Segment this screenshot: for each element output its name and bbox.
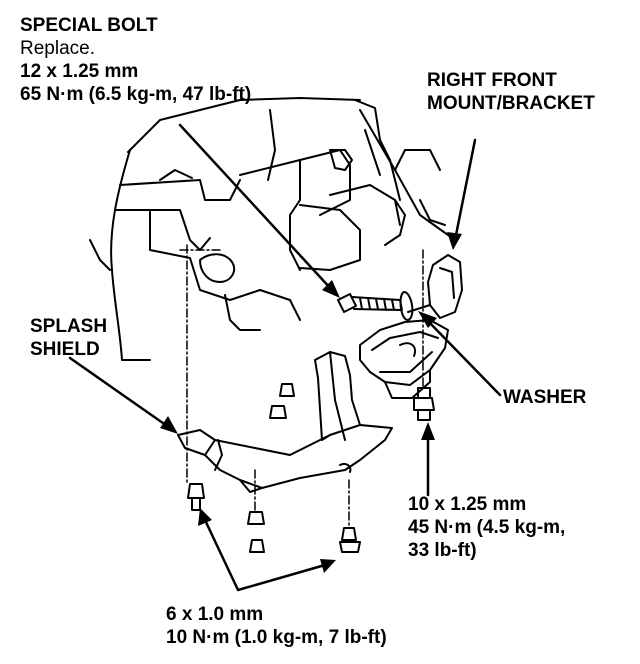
- mount-bolt-callout: 10 x 1.25 mm 45 N·m (4.5 kg-m, 33 lb-ft): [408, 493, 565, 562]
- special-bolt-part: [337, 291, 414, 321]
- mount-label-line1: RIGHT FRONT: [427, 70, 557, 91]
- engine-block: [89, 97, 456, 361]
- shield-bolts: [187, 383, 361, 553]
- mount-callout: RIGHT FRONT MOUNT/BRACKET: [427, 69, 595, 115]
- splash-shield-part: [177, 351, 393, 493]
- special-bolt-torque: 65 N·m (6.5 kg-m, 47 lb-ft): [20, 84, 252, 105]
- special-bolt-callout: SPECIAL BOLT Replace. 12 x 1.25 mm 65 N·…: [20, 14, 251, 106]
- mount-bolt-torque-line2: 33 lb-ft): [408, 540, 477, 561]
- leader-arrows: [68, 123, 502, 592]
- special-bolt-size: 12 x 1.25 mm: [20, 61, 139, 82]
- mount-label-line2: MOUNT/BRACKET: [427, 93, 595, 114]
- shield-bolts-torque: 10 N·m (1.0 kg-m, 7 lb-ft): [166, 627, 387, 648]
- shield-bolts-callout: 6 x 1.0 mm 10 N·m (1.0 kg-m, 7 lb-ft): [166, 603, 387, 649]
- mount-bolt-torque-line1: 45 N·m (4.5 kg-m,: [408, 517, 566, 538]
- arrowheads: [160, 232, 462, 573]
- mount-bolt-part: [413, 387, 435, 421]
- washer-label: WASHER: [503, 387, 587, 408]
- splash-shield-line1: SPLASH: [30, 316, 108, 337]
- splash-shield-line2: SHIELD: [30, 339, 100, 360]
- mount-bracket-part: [359, 254, 463, 399]
- special-bolt-title: SPECIAL BOLT: [20, 15, 158, 36]
- special-bolt-note: Replace.: [20, 38, 95, 59]
- splash-shield-callout: SPLASH SHIELD: [30, 315, 107, 361]
- shield-bolts-size: 6 x 1.0 mm: [166, 604, 264, 625]
- mount-bolt-size: 10 x 1.25 mm: [408, 494, 527, 515]
